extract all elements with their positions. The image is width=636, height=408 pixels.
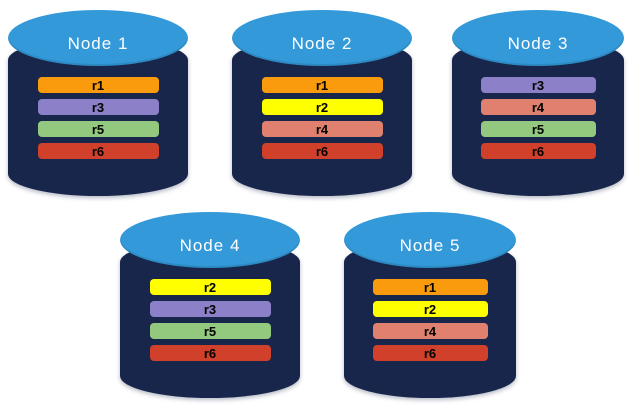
replica-bar[interactable]: r1 [261,77,383,93]
replica-bar[interactable]: r3 [37,99,159,115]
replica-label: r3 [91,99,105,115]
replica-bar[interactable]: r3 [149,301,271,317]
replica-label: r3 [531,77,545,93]
replica-bar[interactable]: r6 [480,143,596,159]
cylinder-top-disc [452,10,624,66]
replica-label: r4 [315,121,329,137]
replica-bar[interactable]: r2 [372,301,488,317]
cylinder-top-disc [232,10,412,66]
replica-stack: r1 r2 r4 r6 [232,77,412,159]
replica-bar[interactable]: r2 [261,99,383,115]
replica-label: r6 [531,143,545,159]
replica-label: r5 [531,121,545,137]
replica-bar[interactable]: r2 [149,279,271,295]
replica-stack: r2 r3 r5 r6 [120,279,300,361]
replica-label: r6 [203,345,217,361]
replica-bar[interactable]: r3 [480,77,596,93]
replica-bar[interactable]: r5 [480,121,596,137]
replica-label: r2 [203,279,217,295]
replica-bar[interactable]: r1 [372,279,488,295]
replica-bar[interactable]: r4 [261,121,383,137]
replica-bar[interactable]: r6 [149,345,271,361]
replica-bar[interactable]: r4 [480,99,596,115]
replica-label: r6 [91,143,105,159]
replica-label: r1 [91,77,105,93]
replica-label: r1 [423,279,437,295]
replica-label: r4 [423,323,437,339]
cylinder-top-disc [344,212,516,268]
cylinder-top-disc [8,10,188,66]
replica-label: r2 [315,99,329,115]
replica-bar[interactable]: r5 [37,121,159,137]
replica-label: r6 [423,345,437,361]
replica-bar[interactable]: r1 [37,77,159,93]
cylinder-top-disc [120,212,300,268]
replica-stack: r1 r2 r4 r6 [344,279,516,361]
replica-label: r5 [91,121,105,137]
replica-bar[interactable]: r6 [37,143,159,159]
replica-label: r3 [203,301,217,317]
replica-stack: r3 r4 r5 r6 [452,77,624,159]
replica-bar[interactable]: r6 [261,143,383,159]
replica-bar[interactable]: r6 [372,345,488,361]
replica-label: r6 [315,143,329,159]
replica-bar[interactable]: r5 [149,323,271,339]
replica-label: r5 [203,323,217,339]
replica-bar[interactable]: r4 [372,323,488,339]
replica-label: r2 [423,301,437,317]
replica-label: r1 [315,77,329,93]
replica-stack: r1 r3 r5 r6 [8,77,188,159]
replica-label: r4 [531,99,545,115]
